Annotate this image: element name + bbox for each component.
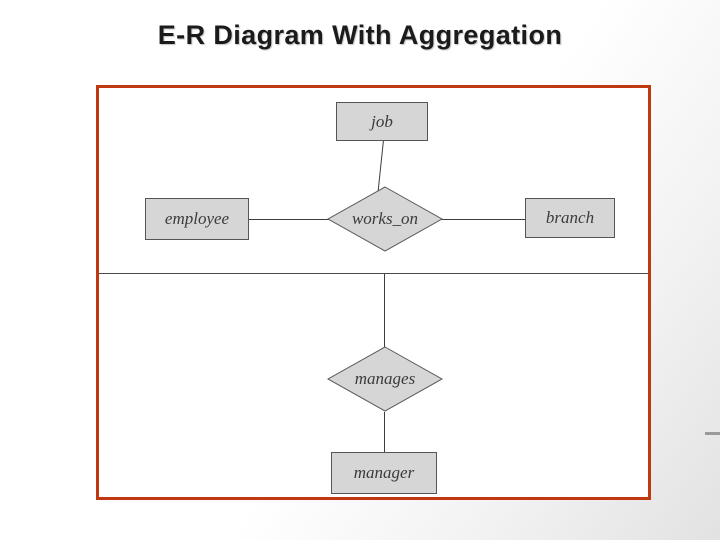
entity-branch[interactable]: branch [525,198,615,238]
entity-manager[interactable]: manager [331,452,437,494]
edge-works_on-branch [435,219,525,220]
edge-employee-works_on [249,219,333,220]
entity-branch-label: branch [545,208,595,227]
entity-job-label: job [371,111,393,131]
er-diagram-canvas: job employee branch works_on [99,88,648,497]
relationship-works_on[interactable]: works_on [326,186,444,252]
diagram-frame: job employee branch works_on [96,85,651,500]
diamond-shape-works_on [326,186,444,252]
edge-manages-manager [384,412,385,452]
entity-job[interactable]: job [336,102,428,141]
entity-manager-label: manager [353,463,415,482]
aggregation-box [99,88,648,274]
diamond-shape-manages [326,346,444,412]
page-title: E-R Diagram With Aggregation [157,20,563,50]
page-edge-mark [705,432,720,435]
entity-employee-label: employee [164,209,230,228]
edge-aggregation-manages [384,274,385,358]
relationship-manages[interactable]: manages [326,346,444,412]
entity-employee[interactable]: employee [145,198,249,240]
